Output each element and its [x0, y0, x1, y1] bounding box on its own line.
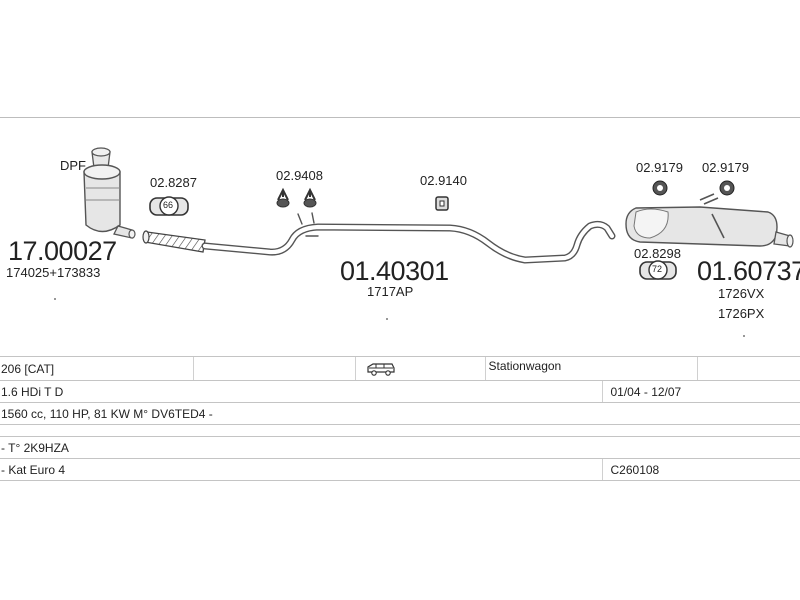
emission-cell: - Kat Euro 4: [0, 458, 602, 481]
period-cell: 01/04 - 12/07: [601, 380, 800, 403]
part-sub-01-60737-a: 1726VX: [718, 286, 765, 301]
table-spacer-row: [0, 424, 800, 437]
dpf-label: DPF: [60, 158, 86, 173]
flex-pipe: [142, 230, 206, 253]
exhaust-drawing: [83, 147, 794, 280]
part-badge-02-8287: 66: [163, 200, 174, 210]
part-code-17-00027: 17.00027: [8, 236, 117, 266]
part-code-02-9179-a: 02.9179: [636, 160, 683, 175]
empty-cell: [696, 356, 800, 381]
table-row: - T° 2K9HZA: [0, 436, 800, 459]
type-code-cell: - T° 2K9HZA: [0, 436, 800, 459]
model-cell: 206 [CAT]: [0, 356, 193, 381]
middle-pipe: [201, 212, 616, 264]
dpf-canister: [83, 147, 136, 239]
part-code-02-8298: 02.8298: [634, 246, 681, 261]
marker-dot: [743, 335, 745, 337]
table-row: 1.6 HDi T D 01/04 - 12/07: [0, 380, 800, 403]
clamp-02-8287: [149, 196, 189, 216]
part-code-02-9140: 02.9140: [420, 173, 467, 188]
specs-cell: 1560 cc, 110 HP, 81 KW M° DV6TED4 -: [0, 402, 800, 425]
empty-cell: [192, 356, 355, 381]
part-sub-17-00027: 174025+173833: [6, 265, 101, 280]
part-sub-01-60737-b: 1726PX: [718, 306, 765, 321]
table-row: - Kat Euro 4 C260108: [0, 458, 800, 481]
part-sub-01-40301: 1717AP: [367, 284, 414, 299]
part-badge-02-8298: 72: [652, 264, 663, 274]
engine-cell: 1.6 HDi T D: [0, 380, 602, 403]
exhaust-diagram: DPF 17.00027 174025+173833 02.8287 66 02…: [6, 147, 800, 337]
marker-dot: [54, 298, 56, 300]
hanger-02-9408: [276, 187, 317, 208]
part-code-02-9179-b: 02.9179: [702, 160, 749, 175]
rubber-ring-left: [652, 180, 668, 196]
spacer-cell: [0, 424, 800, 437]
vehicle-info-table: 206 [CAT] Stationwagon 1.6 HDi T D 01/04…: [0, 356, 800, 481]
part-code-02-9408: 02.9408: [276, 168, 323, 183]
car-wagon-icon: [366, 363, 395, 376]
clamp-02-8298: [639, 260, 677, 280]
table-row: 1560 cc, 110 HP, 81 KW M° DV6TED4 -: [0, 402, 800, 425]
rubber-ring-right: [719, 180, 735, 196]
part-code-02-8287: 02.8287: [150, 175, 197, 190]
top-border: [0, 117, 800, 118]
hanger-02-9140: [435, 196, 449, 211]
body-type-cell: Stationwagon: [484, 356, 698, 381]
table-row: 206 [CAT] Stationwagon: [0, 356, 800, 381]
part-code-01-60737: 01.60737: [697, 256, 800, 286]
rear-muffler: [625, 193, 794, 248]
part-code-01-40301: 01.40301: [340, 256, 449, 286]
ref-code-cell: C260108: [601, 458, 800, 481]
body-icon-cell: [354, 356, 485, 381]
marker-dot: [386, 318, 388, 320]
